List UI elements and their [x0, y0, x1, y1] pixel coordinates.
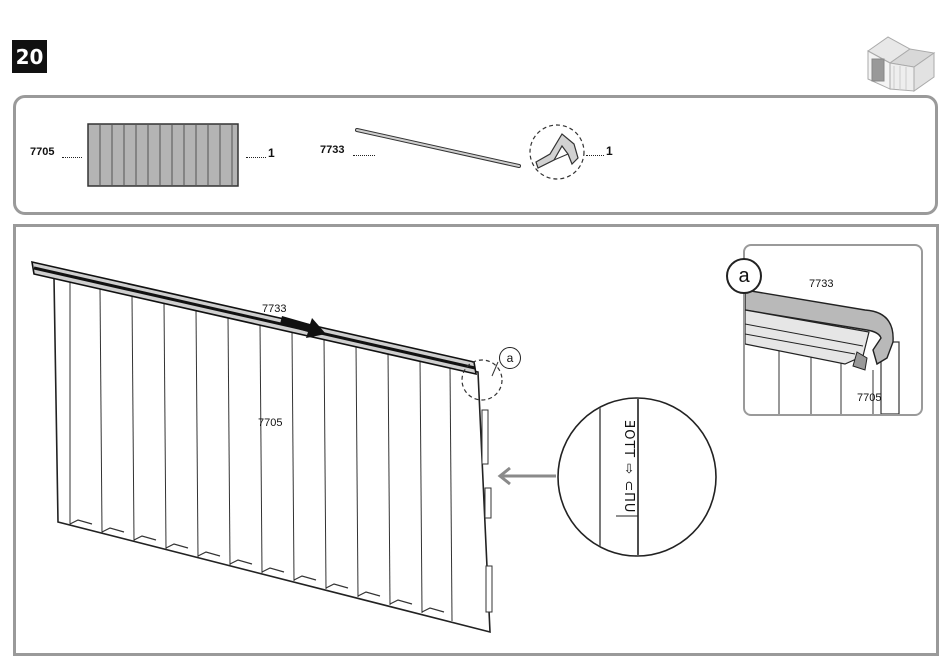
detail-marker-large-letter: a — [738, 265, 749, 288]
detail-panel-label: 7705 — [857, 392, 881, 404]
detail-rail-label: 7733 — [809, 278, 833, 290]
rail-detail-illustration — [745, 246, 921, 414]
wall-panel-part-illustration — [86, 124, 242, 188]
marker-connector-line — [488, 362, 508, 378]
rail-part-label: 7733 — [262, 303, 286, 315]
part-quantity-7733: 1 — [606, 144, 613, 158]
stamp-text: ƎOTT ⇨ ⊂ПU — [620, 420, 636, 540]
shed-thumbnail-icon — [860, 35, 938, 91]
rail-profile-detail-icon — [528, 124, 586, 180]
top-rail-part-illustration — [355, 126, 525, 170]
panel-part-label: 7705 — [258, 417, 282, 429]
leader-line — [246, 157, 266, 158]
part-number-7733: 7733 — [320, 144, 344, 156]
part-number-7705: 7705 — [30, 146, 54, 158]
leader-line — [586, 155, 604, 156]
step-number-badge: 20 — [12, 40, 47, 73]
stamp-zoom-circle — [556, 396, 718, 558]
pointer-arrow-icon — [496, 466, 558, 486]
leader-line — [62, 157, 82, 158]
detail-marker-a-large: a — [726, 258, 762, 294]
part-quantity-7705: 1 — [268, 146, 275, 160]
detail-inset-panel: 7733 7705 — [743, 244, 923, 416]
